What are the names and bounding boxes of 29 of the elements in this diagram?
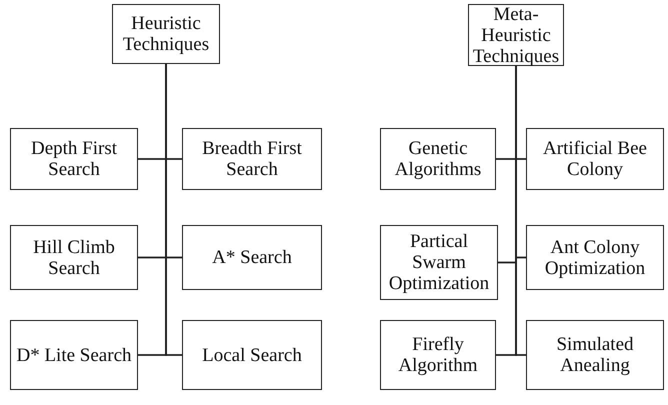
technique-box (10, 320, 138, 390)
node-label: A* Search (212, 247, 292, 268)
technique-box (526, 128, 664, 190)
node-label: Firefly Algorithm (397, 334, 479, 376)
technique-box (10, 225, 138, 290)
technique-box (380, 225, 498, 300)
connector-line (165, 64, 182, 356)
node-label: Local Search (202, 344, 302, 366)
node-label: Partical Swarm Optimization (388, 231, 490, 294)
technique-box (380, 320, 496, 390)
node-label: Hill Climb Search (32, 236, 116, 278)
node-label: Depth First Search (30, 138, 118, 180)
node-label: Breadth First Search (201, 138, 303, 180)
technique-box (182, 320, 322, 390)
node-label: D* Lite Search (16, 344, 132, 366)
technique-box (526, 225, 664, 290)
node-label: Genetic Algorithms (394, 138, 482, 180)
node-label: Ant Colony Optimization (544, 236, 646, 278)
connector-line (515, 66, 526, 356)
technique-box (182, 128, 322, 190)
category-box (112, 4, 220, 64)
technique-box (10, 128, 138, 190)
technique-box (526, 320, 664, 390)
node-label: Heuristic Techniques (122, 13, 210, 55)
node-label: Artificial Bee Colony (542, 138, 648, 180)
technique-box (182, 225, 322, 290)
technique-box (380, 128, 496, 190)
node-label: Simulated Anealing (555, 334, 635, 376)
node-label: Meta-Heuristic Techniques (472, 4, 560, 66)
